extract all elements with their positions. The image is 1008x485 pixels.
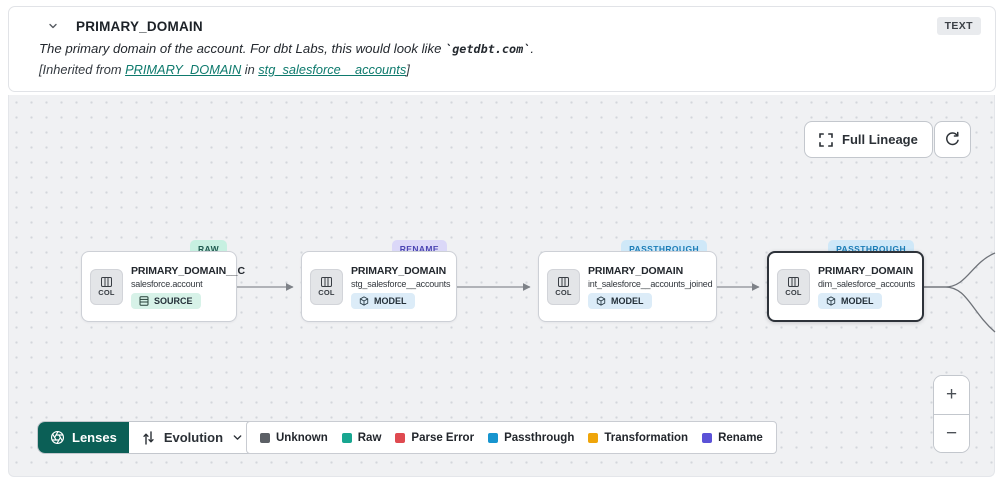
col-chip-label: COL xyxy=(318,287,335,297)
lineage-node-dim-salesforce-accounts[interactable]: PASSTHROUGH COL PRIMARY_DOMAIN dim_sales… xyxy=(767,240,924,322)
chevron-down-icon xyxy=(232,432,243,443)
node-body: PRIMARY_DOMAIN dim_salesforce_accounts M… xyxy=(818,264,915,309)
zoom-out-button[interactable]: − xyxy=(934,414,969,452)
lenses-label: Lenses xyxy=(72,430,117,445)
resource-type-label: MODEL xyxy=(374,295,407,306)
zoom-controls: + − xyxy=(933,375,970,453)
legend-swatch-parse-error xyxy=(395,432,406,443)
resource-type-badge: SOURCE xyxy=(131,292,201,309)
node-subtitle: stg_salesforce__accounts xyxy=(351,278,451,289)
inherited-from-line: [Inherited from PRIMARY_DOMAIN in stg_sa… xyxy=(9,56,995,77)
refresh-button[interactable] xyxy=(934,121,971,158)
aperture-icon xyxy=(50,430,65,445)
legend-item-rename: Rename xyxy=(702,432,763,444)
columns-icon xyxy=(558,276,569,287)
column-chip: COL xyxy=(777,268,810,305)
legend-label: Passthrough xyxy=(504,431,575,444)
legend-item-passthrough: Passthrough xyxy=(488,432,574,444)
lens-selected-value: Evolution xyxy=(163,430,224,445)
node-body: PRIMARY_DOMAIN int_salesforce__accounts_… xyxy=(588,264,713,309)
legend-swatch-rename xyxy=(702,432,713,443)
columns-icon xyxy=(788,276,799,287)
resource-type-badge: MODEL xyxy=(588,292,652,309)
zoom-in-button[interactable]: + xyxy=(934,376,969,414)
legend-swatch-unknown xyxy=(260,432,270,443)
panel-header-row: PRIMARY_DOMAIN TEXT xyxy=(9,7,995,35)
column-chip: COL xyxy=(310,268,343,305)
lenses-button[interactable]: Lenses xyxy=(38,422,129,453)
evolution-legend: Unknown Raw Parse Error Passthrough Tran… xyxy=(246,421,777,454)
node-card[interactable]: COL PRIMARY_DOMAIN stg_salesforce__accou… xyxy=(301,251,457,322)
inherited-suffix: ] xyxy=(406,62,410,77)
col-chip-label: COL xyxy=(785,287,802,297)
evolution-icon xyxy=(142,430,155,445)
description-text: The primary domain of the account. For d… xyxy=(39,41,446,56)
columns-icon xyxy=(101,276,112,287)
node-subtitle: dim_salesforce_accounts xyxy=(818,278,915,289)
node-card-selected[interactable]: COL PRIMARY_DOMAIN dim_salesforce_accoun… xyxy=(767,251,924,322)
legend-label: Transformation xyxy=(604,431,689,444)
node-title: PRIMARY_DOMAIN xyxy=(588,264,684,277)
description-code: `getdbt.com` xyxy=(445,42,531,56)
edge-dim-out-upper xyxy=(924,252,996,288)
full-lineage-button[interactable]: Full Lineage xyxy=(804,121,933,158)
node-card[interactable]: COL PRIMARY_DOMAIN__C salesforce.account… xyxy=(81,251,246,322)
column-type-badge: TEXT xyxy=(936,17,981,35)
column-chip: COL xyxy=(547,268,580,305)
column-description: The primary domain of the account. For d… xyxy=(9,35,995,56)
legend-swatch-transformation xyxy=(588,432,599,443)
legend-swatch-raw xyxy=(341,432,352,443)
column-chip: COL xyxy=(90,268,123,305)
legend-item-unknown: Unknown xyxy=(260,432,328,444)
full-lineage-label: Full Lineage xyxy=(842,132,918,147)
inherited-column-link[interactable]: PRIMARY_DOMAIN xyxy=(125,62,242,77)
columns-icon xyxy=(321,276,332,287)
legend-swatch-passthrough xyxy=(488,432,499,443)
edge-dim-out-lower xyxy=(924,286,996,333)
source-icon xyxy=(139,295,149,306)
node-body: PRIMARY_DOMAIN stg_salesforce__accounts … xyxy=(351,264,451,309)
inherited-middle: in xyxy=(241,62,259,77)
node-title: PRIMARY_DOMAIN xyxy=(351,264,447,277)
node-title: PRIMARY_DOMAIN xyxy=(818,264,914,277)
inherited-model-link[interactable]: stg_salesforce__accounts xyxy=(258,62,407,77)
collapse-chevron-icon[interactable] xyxy=(47,20,59,32)
lineage-canvas[interactable]: Full Lineage RAW COL PRIMARY_DOMAIN__C s… xyxy=(8,95,996,477)
resource-type-badge: MODEL xyxy=(818,292,882,309)
legend-label: Parse Error xyxy=(411,431,475,444)
legend-label: Raw xyxy=(357,431,382,444)
column-description-panel: PRIMARY_DOMAIN TEXT The primary domain o… xyxy=(8,6,996,92)
model-icon xyxy=(826,295,836,306)
lineage-node-salesforce-account[interactable]: RAW COL PRIMARY_DOMAIN__C salesforce.acc… xyxy=(81,240,246,322)
lineage-node-int-salesforce-accounts-joined[interactable]: PASSTHROUGH COL PRIMARY_DOMAIN int_sales… xyxy=(538,240,717,322)
expand-icon xyxy=(819,132,833,147)
node-body: PRIMARY_DOMAIN__C salesforce.account SOU… xyxy=(131,264,246,309)
node-subtitle: salesforce.account xyxy=(131,278,203,289)
column-name-title: PRIMARY_DOMAIN xyxy=(76,18,203,34)
resource-type-badge: MODEL xyxy=(351,292,415,309)
legend-label: Unknown xyxy=(276,431,328,444)
model-icon xyxy=(596,295,606,306)
lineage-node-stg-salesforce-accounts[interactable]: RENAME COL PRIMARY_DOMAIN stg_salesforce… xyxy=(301,240,457,322)
node-subtitle: int_salesforce__accounts_joined xyxy=(588,278,713,289)
node-title: PRIMARY_DOMAIN__C xyxy=(131,264,246,277)
description-period: . xyxy=(530,41,534,56)
resource-type-label: MODEL xyxy=(611,295,644,306)
inherited-prefix: [Inherited from xyxy=(39,62,126,77)
resource-type-label: SOURCE xyxy=(154,295,193,306)
legend-item-transformation: Transformation xyxy=(588,432,688,444)
refresh-icon xyxy=(944,131,961,148)
lens-select-dropdown[interactable]: Evolution xyxy=(129,422,256,453)
col-chip-label: COL xyxy=(555,287,572,297)
legend-item-parse-error: Parse Error xyxy=(395,432,474,444)
lenses-control-group: Lenses Evolution xyxy=(37,421,258,454)
col-chip-label: COL xyxy=(98,287,115,297)
model-icon xyxy=(359,295,369,306)
node-card[interactable]: COL PRIMARY_DOMAIN int_salesforce__accou… xyxy=(538,251,717,322)
legend-label: Rename xyxy=(718,431,763,444)
resource-type-label: MODEL xyxy=(841,295,874,306)
legend-item-raw: Raw xyxy=(341,431,382,444)
